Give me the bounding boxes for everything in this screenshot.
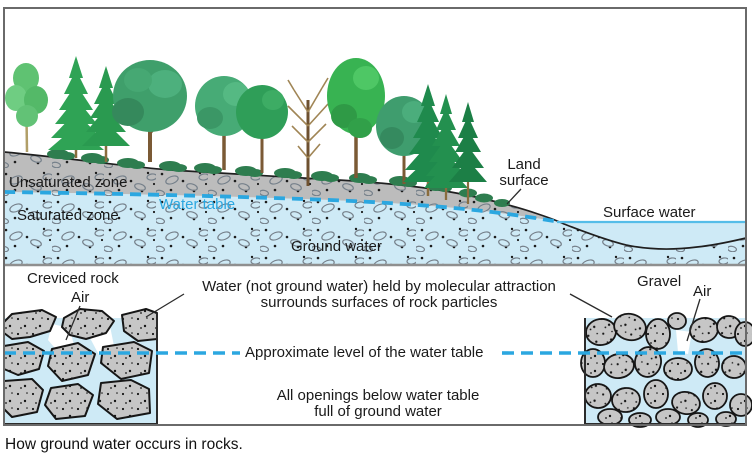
saturated-zone-label: Saturated zone: [17, 207, 119, 224]
tree-conifer: [449, 102, 487, 204]
air-label-left: Air: [71, 289, 90, 306]
figure-frame: [3, 7, 747, 426]
unsaturated-zone-label: Unsaturated zone: [9, 174, 128, 191]
surface-water-label: Surface water: [603, 204, 696, 221]
surface-water-region: [557, 222, 746, 250]
trees: [5, 56, 487, 204]
saturated-zone-region: [4, 192, 746, 264]
tree-bare: [287, 77, 329, 186]
air-right-leader: [686, 298, 701, 342]
figure-caption: How ground water occurs in rocks.: [5, 436, 243, 453]
air-left-leader: [65, 305, 81, 341]
creviced-rock-box: [3, 308, 158, 425]
creviced-rock-title: Creviced rock: [27, 270, 119, 287]
land-surface-leader: [506, 188, 522, 205]
water-table-label: Water table: [159, 196, 236, 213]
tree-deciduous: [327, 58, 385, 178]
tree-deciduous: [112, 60, 187, 162]
tree-aspen: [5, 63, 48, 153]
air-label-right: Air: [693, 283, 712, 300]
openings-note: All openings below water table full of g…: [276, 387, 480, 420]
molecular-attraction-note: Water (not ground water) held by molecul…: [202, 278, 556, 311]
tree-conifer: [424, 94, 468, 200]
approx-water-table-label: Approximate level of the water table: [245, 344, 484, 361]
gravel-box: [580, 312, 752, 428]
molecular-right-leader: [569, 293, 613, 318]
tree-spruce: [48, 56, 104, 158]
land-surface-label: Land surface: [499, 156, 549, 189]
tree-conifer: [403, 84, 453, 196]
leader-lines: [65, 188, 701, 342]
tree-deciduous: [376, 96, 432, 184]
unsaturated-zone-region: [4, 152, 564, 224]
tree-deciduous: [236, 85, 288, 173]
molecular-left-leader: [145, 293, 185, 318]
gravel-title: Gravel: [637, 273, 682, 290]
ground-water-label: Ground water: [291, 238, 382, 255]
